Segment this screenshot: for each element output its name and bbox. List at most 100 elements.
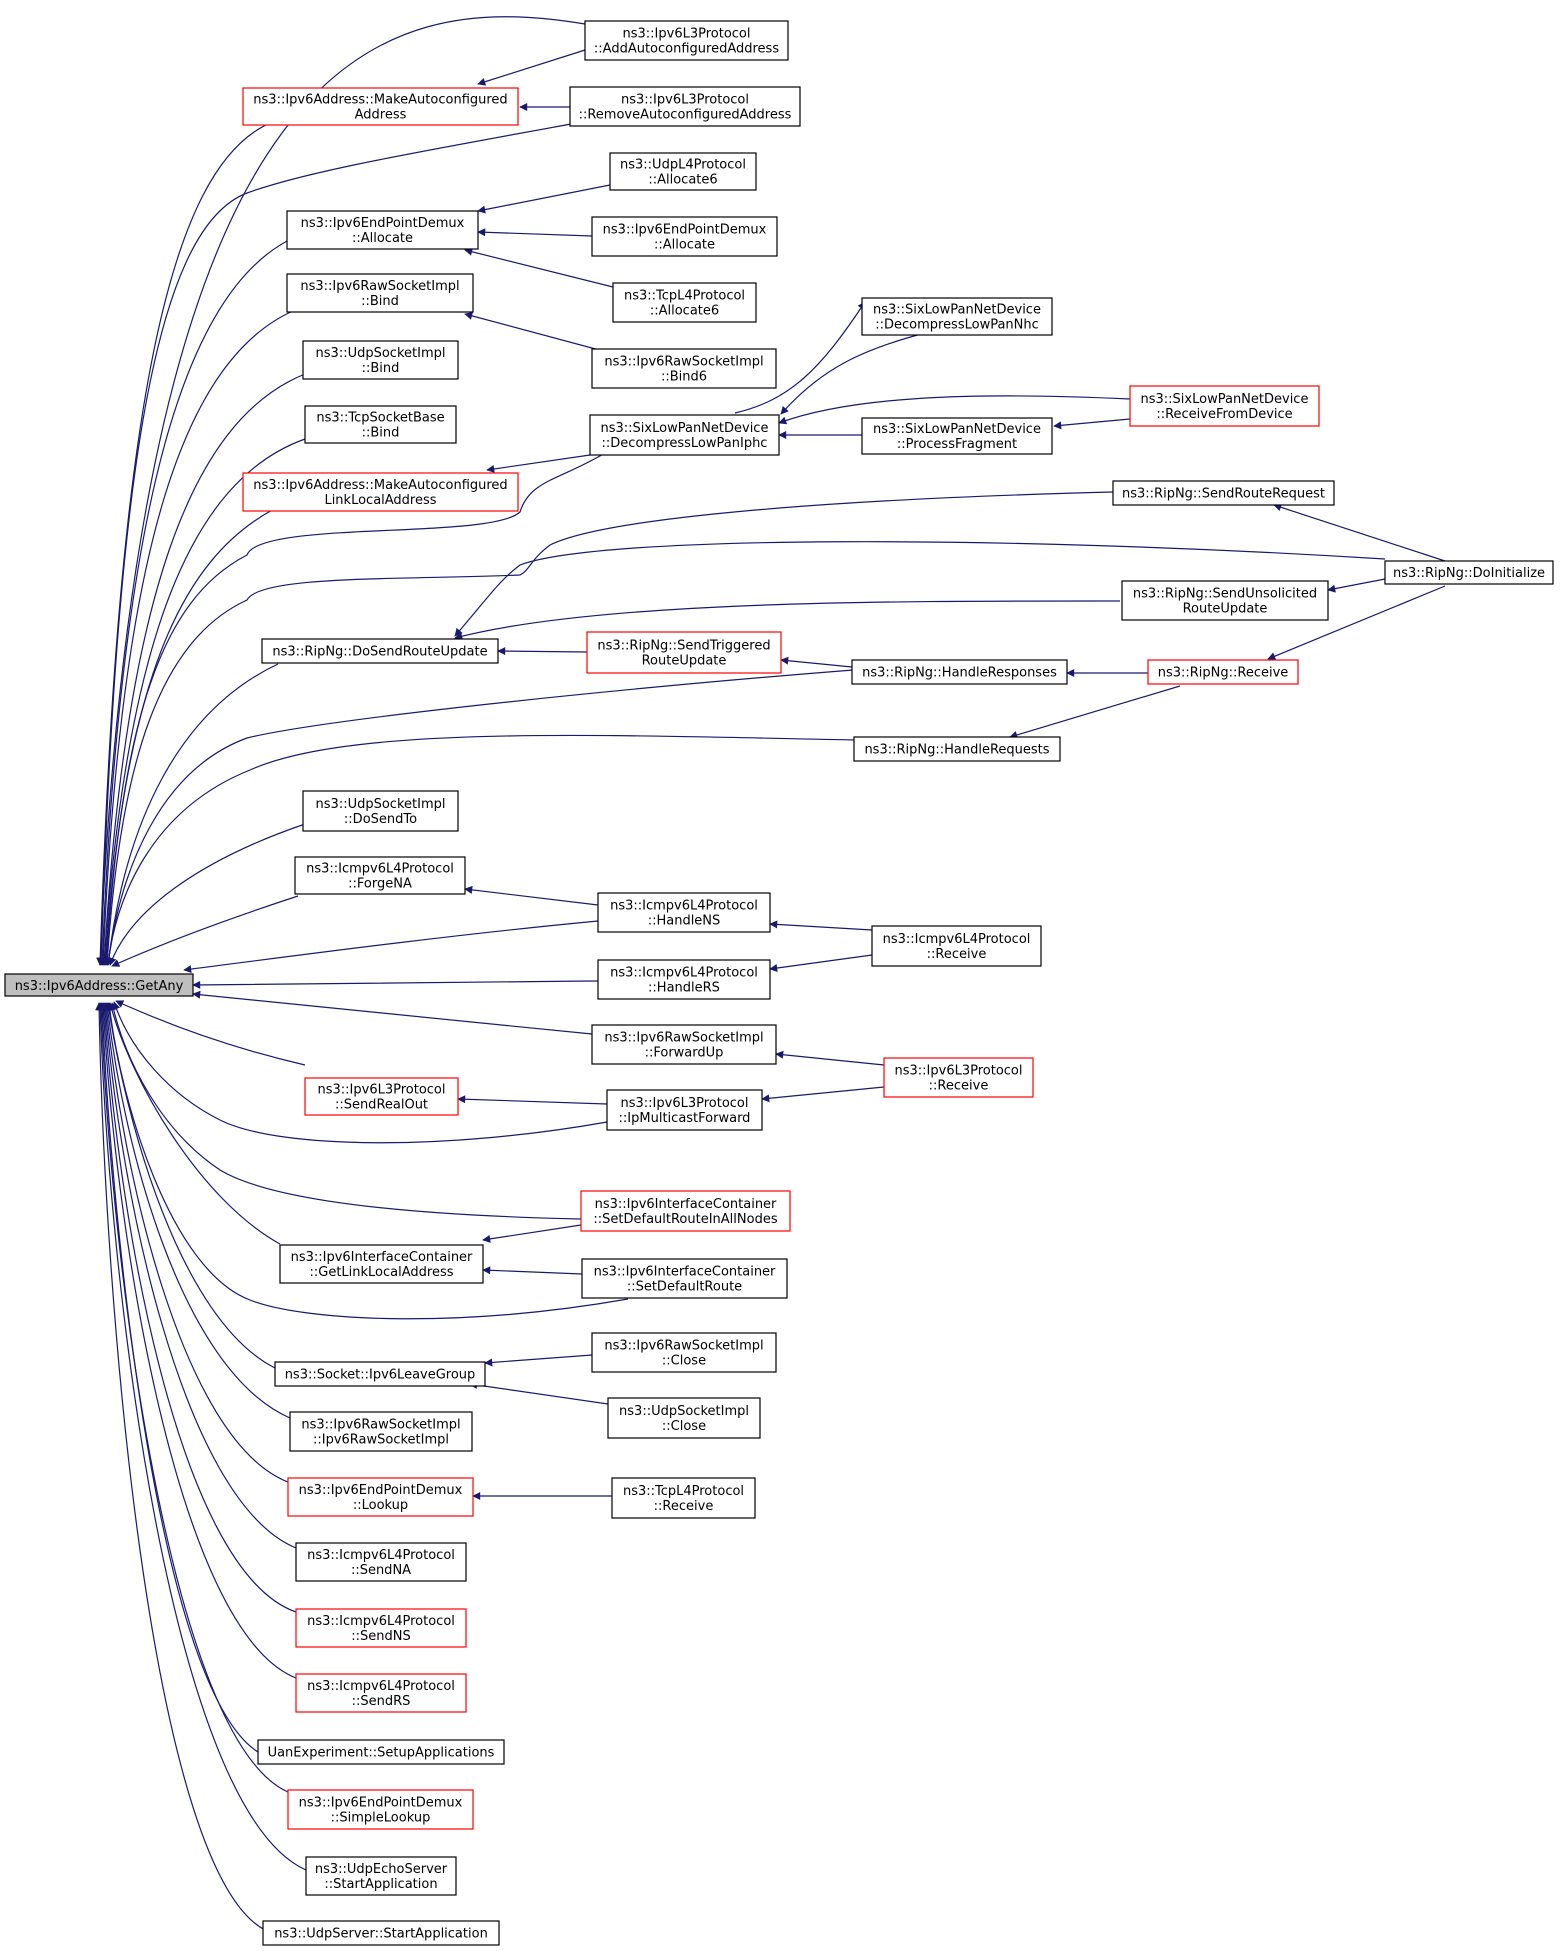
node-raw-forwardup-label-1: ::ForwardUp bbox=[645, 1046, 724, 1061]
node-l3-removeauto-label-0: ns3::Ipv6L3Protocol bbox=[621, 93, 749, 108]
edge-addauto-makeauto bbox=[477, 49, 586, 86]
node-l3-addauto-label-1: ::AddAutoconfiguredAddress bbox=[594, 42, 779, 57]
node-icmp-sendrs[interactable]: ns3::Icmpv6L4Protocol::SendRS bbox=[295, 1673, 467, 1713]
node-makeauto[interactable]: ns3::Ipv6Address::MakeAutoconfiguredAddr… bbox=[242, 87, 519, 126]
node-tcpsock-bind[interactable]: ns3::TcpSocketBase::Bind bbox=[304, 405, 457, 444]
node-l3-sendrealout[interactable]: ns3::Ipv6L3Protocol::SendRealOut bbox=[304, 1077, 459, 1116]
node-udpsock-dosendto[interactable]: ns3::UdpSocketImpl::DoSendTo bbox=[302, 790, 459, 832]
edge-simple-getany bbox=[97, 1002, 289, 1793]
node-raw-close[interactable]: ns3::Ipv6RawSocketImpl::Close bbox=[591, 1332, 777, 1373]
node-l3-receive[interactable]: ns3::Ipv6L3Protocol::Receive bbox=[883, 1057, 1034, 1098]
node-icmp-sendns[interactable]: ns3::Icmpv6L4Protocol::SendNS bbox=[295, 1608, 467, 1648]
edge-setdefall-getll bbox=[482, 1224, 582, 1243]
node-sixlow-recv[interactable]: ns3::SixLowPanNetDevice::ReceiveFromDevi… bbox=[1129, 385, 1320, 427]
node-raw-forwardup[interactable]: ns3::Ipv6RawSocketImpl::ForwardUp bbox=[591, 1024, 777, 1065]
node-icmp-forgena[interactable]: ns3::Icmpv6L4Protocol::ForgeNA bbox=[294, 856, 466, 895]
edge-echo-getany bbox=[96, 1002, 307, 1871]
node-tcpl4-receive[interactable]: ns3::TcpL4Protocol::Receive bbox=[611, 1477, 756, 1519]
edge-sendrs-getany bbox=[99, 1002, 297, 1679]
node-l3-removeauto[interactable]: ns3::Ipv6L3Protocol::RemoveAutoconfigure… bbox=[569, 86, 801, 127]
edge-lookup-getany bbox=[102, 1002, 289, 1483]
node-sixlow-frag-label-1: ::ProcessFragment bbox=[897, 437, 1017, 452]
node-rip-receive-label-0: ns3::RipNg::Receive bbox=[1158, 666, 1289, 681]
node-ic-getll[interactable]: ns3::Ipv6InterfaceContainer::GetLinkLoca… bbox=[279, 1244, 484, 1284]
node-uan-setup-label-0: UanExperiment::SetupApplications bbox=[268, 1746, 495, 1761]
node-demux-simple[interactable]: ns3::Ipv6EndPointDemux::SimpleLookup bbox=[287, 1789, 474, 1830]
node-ic-setdefall[interactable]: ns3::Ipv6InterfaceContainer::SetDefaultR… bbox=[580, 1190, 791, 1232]
node-rip-handleresp-label-0: ns3::RipNg::HandleResponses bbox=[862, 666, 1057, 681]
edge-handlens-forgena bbox=[464, 885, 599, 906]
node-makeauto-ll[interactable]: ns3::Ipv6Address::MakeAutoconfiguredLink… bbox=[242, 472, 519, 512]
node-makeauto-ll-label-0: ns3::Ipv6Address::MakeAutoconfigured bbox=[253, 478, 507, 493]
node-getany: ns3::Ipv6Address::GetAny bbox=[4, 973, 194, 997]
node-rip-sendtrig-label-1: RouteUpdate bbox=[642, 654, 727, 669]
node-rip-receive[interactable]: ns3::RipNg::Receive bbox=[1147, 659, 1299, 685]
node-ic-setdef[interactable]: ns3::Ipv6InterfaceContainer::SetDefaultR… bbox=[581, 1258, 788, 1299]
edge-doinit-sendunsol bbox=[1327, 578, 1386, 593]
node-rip-handleresp[interactable]: ns3::RipNg::HandleResponses bbox=[851, 659, 1068, 685]
node-demux-alloc-l[interactable]: ns3::Ipv6EndPointDemux::Allocate bbox=[286, 210, 479, 250]
node-rip-sendtrig-label-0: ns3::RipNg::SendTriggered bbox=[597, 639, 770, 654]
node-rip-doinit[interactable]: ns3::RipNg::DoInitialize bbox=[1384, 560, 1554, 585]
node-sock-leave-label-0: ns3::Socket::Ipv6LeaveGroup bbox=[285, 1368, 476, 1383]
node-sock-leave[interactable]: ns3::Socket::Ipv6LeaveGroup bbox=[274, 1361, 486, 1387]
node-udpecho-start[interactable]: ns3::UdpEchoServer::StartApplication bbox=[305, 1856, 457, 1896]
node-demux-alloc-r-label-1: ::Allocate bbox=[654, 238, 715, 253]
edge-setdef-getll bbox=[482, 1266, 583, 1275]
node-raw-bind6-label-1: ::Bind6 bbox=[661, 370, 707, 385]
node-makeauto-label-0: ns3::Ipv6Address::MakeAutoconfigured bbox=[253, 93, 507, 108]
edge-tcpl4-demux bbox=[464, 247, 614, 288]
node-raw-bind6[interactable]: ns3::Ipv6RawSocketImpl::Bind6 bbox=[591, 348, 777, 389]
node-ic-setdefall-label-0: ns3::Ipv6InterfaceContainer bbox=[595, 1197, 777, 1212]
node-raw-bind-label-0: ns3::Ipv6RawSocketImpl bbox=[300, 279, 459, 294]
node-demux-alloc-r[interactable]: ns3::Ipv6EndPointDemux::Allocate bbox=[591, 216, 778, 257]
node-l3-sendrealout-label-0: ns3::Ipv6L3Protocol bbox=[318, 1083, 446, 1098]
node-l3-ipmcast[interactable]: ns3::Ipv6L3Protocol::IpMulticastForward bbox=[606, 1089, 763, 1131]
edge-udpbind-getany bbox=[100, 373, 306, 966]
edge-udpl4-demux bbox=[477, 184, 611, 214]
node-sixlow-frag[interactable]: ns3::SixLowPanNetDevice::ProcessFragment bbox=[861, 417, 1053, 455]
node-sixlow-nhc[interactable]: ns3::SixLowPanNetDevice::DecompressLowPa… bbox=[861, 297, 1053, 336]
node-rip-handlereq[interactable]: ns3::RipNg::HandleRequests bbox=[853, 736, 1061, 762]
node-rip-dosend[interactable]: ns3::RipNg::DoSendRouteUpdate bbox=[261, 638, 499, 664]
node-sixlow-iphc[interactable]: ns3::SixLowPanNetDevice::DecompressLowPa… bbox=[589, 414, 780, 456]
edge-doinit-dosend bbox=[454, 541, 1386, 637]
node-udpsock-bind[interactable]: ns3::UdpSocketImpl::Bind bbox=[302, 340, 459, 380]
node-udpsock-close[interactable]: ns3::UdpSocketImpl::Close bbox=[607, 1397, 761, 1439]
edge-forgena-getany bbox=[111, 895, 299, 967]
node-icmp-handlens[interactable]: ns3::Icmpv6L4Protocol::HandleNS bbox=[597, 892, 771, 933]
edge-udpclose-leave bbox=[469, 1381, 609, 1405]
edge-sendtrig-dosend bbox=[497, 647, 588, 656]
node-udpl4-alloc6[interactable]: ns3::UdpL4Protocol::Allocate6 bbox=[609, 152, 757, 191]
node-raw-bind[interactable]: ns3::Ipv6RawSocketImpl::Bind bbox=[286, 273, 474, 313]
edge-sendrealout-getany bbox=[115, 1000, 306, 1066]
edge-l3recv-forwardup bbox=[775, 1050, 885, 1066]
edge-rawctor-getany bbox=[103, 1002, 291, 1419]
node-raw-ctor[interactable]: ns3::Ipv6RawSocketImpl::Ipv6RawSocketImp… bbox=[289, 1411, 473, 1452]
node-raw-close-label-0: ns3::Ipv6RawSocketImpl bbox=[604, 1339, 763, 1354]
node-icmp-handlers[interactable]: ns3::Icmpv6L4Protocol::HandleRS bbox=[597, 959, 771, 1000]
edge-dosend-getany bbox=[104, 663, 279, 966]
node-udpecho-start-label-0: ns3::UdpEchoServer bbox=[315, 1862, 448, 1877]
node-icmp-receive-label-1: ::Receive bbox=[927, 947, 987, 962]
node-udpserver-start[interactable]: ns3::UdpServer::StartApplication bbox=[262, 1920, 500, 1946]
node-rip-sendreq[interactable]: ns3::RipNg::SendRouteRequest bbox=[1112, 480, 1335, 506]
edge-doinit-sendreq bbox=[1273, 503, 1446, 562]
edge-iphc-makeautoll bbox=[486, 454, 591, 473]
node-udpecho-start-label-1: ::StartApplication bbox=[324, 1877, 437, 1892]
edge-rawclose-leave bbox=[484, 1354, 593, 1367]
node-uan-setup[interactable]: UanExperiment::SetupApplications bbox=[257, 1739, 505, 1765]
node-icmp-forgena-label-0: ns3::Icmpv6L4Protocol bbox=[306, 862, 454, 877]
node-udpsock-bind-label-0: ns3::UdpSocketImpl bbox=[316, 346, 446, 361]
node-tcpl4-alloc6[interactable]: ns3::TcpL4Protocol::Allocate6 bbox=[612, 282, 757, 323]
node-icmp-receive[interactable]: ns3::Icmpv6L4Protocol::Receive bbox=[871, 925, 1042, 967]
node-l3-addauto[interactable]: ns3::Ipv6L3Protocol::AddAutoconfiguredAd… bbox=[584, 20, 789, 61]
node-demux-lookup[interactable]: ns3::Ipv6EndPointDemux::Lookup bbox=[287, 1477, 474, 1517]
edge-getll-getany bbox=[107, 1002, 281, 1245]
edge-leave-getany bbox=[105, 1002, 276, 1369]
node-icmp-sendns-label-0: ns3::Icmpv6L4Protocol bbox=[307, 1614, 455, 1629]
node-ic-setdefall-label-1: ::SetDefaultRouteInAllNodes bbox=[593, 1212, 777, 1227]
node-icmp-sendna[interactable]: ns3::Icmpv6L4Protocol::SendNA bbox=[295, 1542, 467, 1582]
